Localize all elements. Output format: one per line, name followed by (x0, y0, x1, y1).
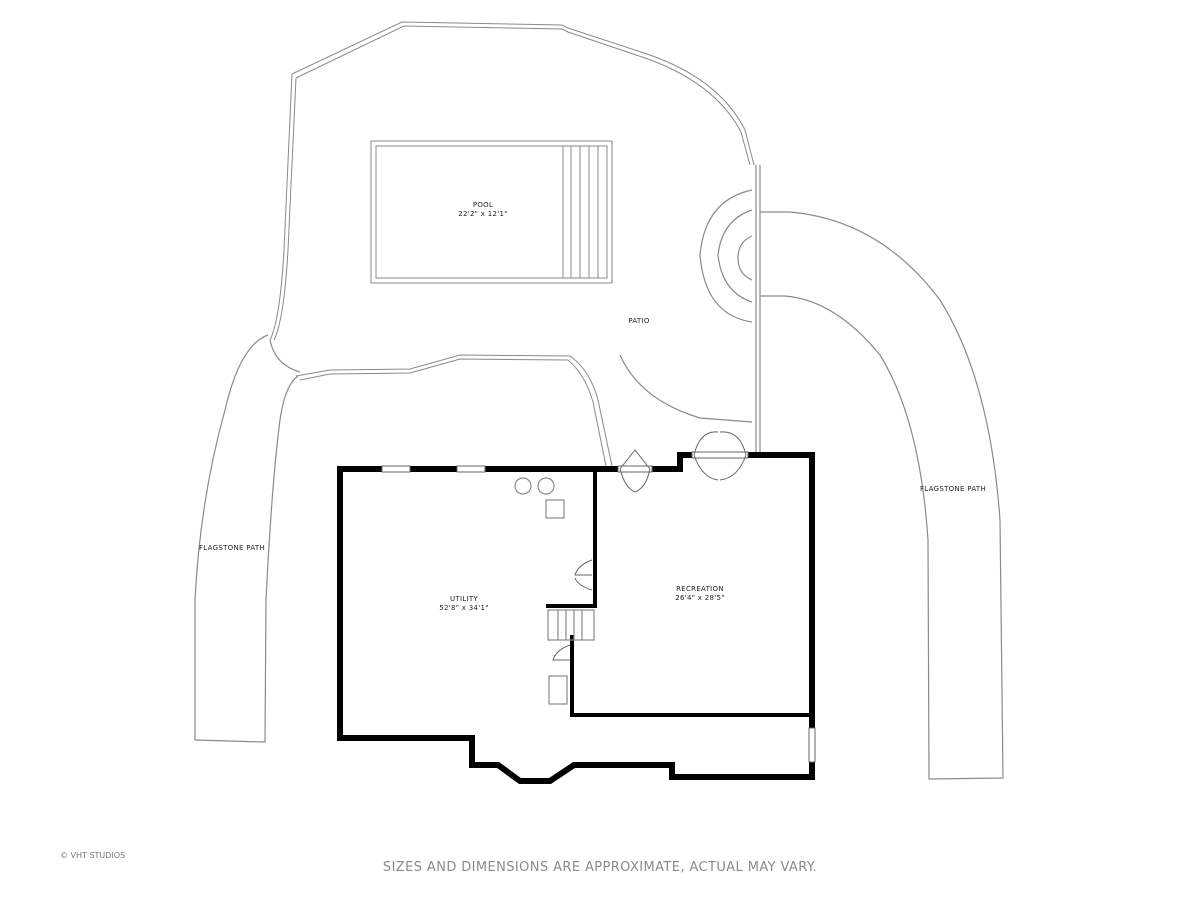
patio-area (269, 21, 761, 467)
french-door-swing (693, 431, 747, 481)
patio-door-swing (619, 449, 651, 493)
pool (370, 140, 613, 284)
water-heater-2 (537, 477, 555, 495)
left-path-label: FLAGSTONE PATH (199, 544, 265, 552)
interior-door-swing (574, 559, 593, 591)
doors (552, 431, 749, 661)
utility-dimensions: 52'8" x 34'1" (439, 604, 489, 612)
patio-label: PATIO (628, 317, 650, 325)
windows (381, 465, 816, 763)
pool-dimensions: 22'2" x 12'1" (458, 210, 508, 218)
utility-cabinet (548, 675, 568, 705)
window-1 (381, 465, 411, 473)
house-walls (337, 452, 815, 784)
disclaimer-text: SIZES AND DIMENSIONS ARE APPROXIMATE, AC… (382, 860, 818, 875)
window-2 (456, 465, 486, 473)
copyright-credit: © VHT STUDIOS (60, 851, 126, 860)
pool-label: POOL (473, 201, 493, 209)
utility-label: UTILITY (450, 595, 479, 603)
recreation-label: RECREATION (676, 585, 724, 593)
recreation-dimensions: 26'4" x 28'5" (675, 594, 725, 602)
utility-fixtures (514, 477, 568, 705)
left-flagstone-path (194, 334, 299, 743)
right-path-label: FLAGSTONE PATH (920, 485, 986, 493)
right-flagstone-path (760, 211, 1004, 780)
closet-door-swing (552, 644, 571, 661)
furnace (545, 499, 565, 519)
window-3 (808, 727, 816, 763)
water-heater-1 (514, 477, 532, 495)
stairs (547, 609, 595, 641)
